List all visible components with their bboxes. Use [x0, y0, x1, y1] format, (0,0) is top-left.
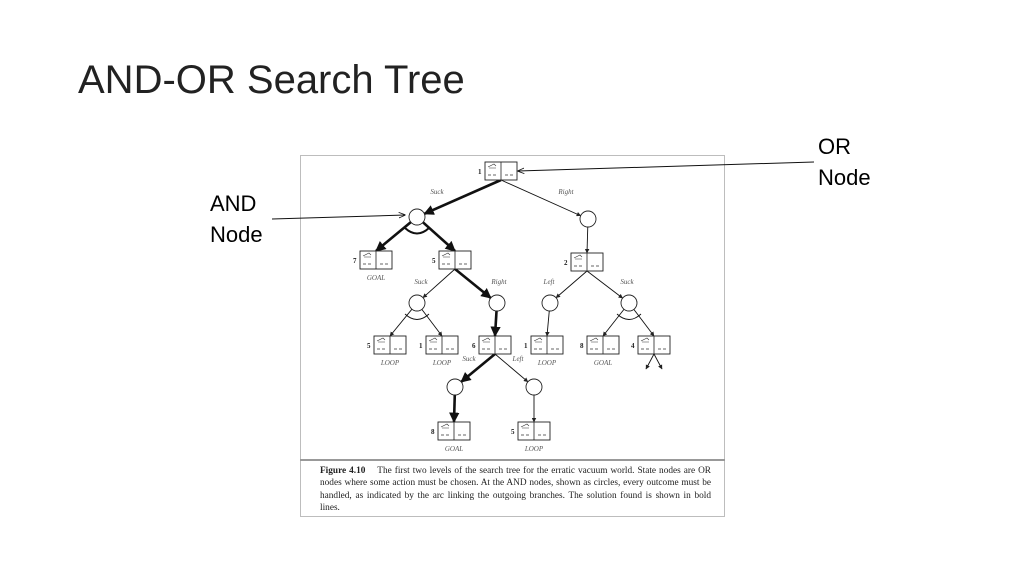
tree-edge	[500, 179, 582, 217]
and-node	[408, 208, 426, 226]
or-node-label: LOOP	[380, 359, 400, 367]
or-node-number: 6	[472, 342, 476, 350]
and-arc	[616, 313, 642, 320]
vacuum-icon	[441, 252, 451, 258]
or-node-number: 5	[432, 257, 436, 265]
and-node	[488, 294, 506, 312]
or-node: 4	[631, 335, 671, 355]
or-callout-line2: Node	[818, 165, 871, 190]
tree-edge	[653, 353, 663, 370]
or-node-number: 5	[367, 342, 371, 350]
vacuum-icon	[440, 423, 450, 429]
tree-edge	[449, 394, 460, 424]
vacuum-icon	[589, 337, 599, 343]
or-node-number: 7	[353, 257, 357, 265]
tree-edge	[422, 221, 456, 252]
and-callout-line1: AND	[210, 191, 257, 216]
and-node-pointer	[271, 215, 405, 220]
edge-label: Suck	[430, 188, 444, 196]
and-node	[408, 294, 426, 312]
edge-label: Left	[543, 278, 556, 286]
and-node	[620, 294, 638, 312]
edge-label: Suck	[462, 355, 476, 363]
vacuum-icon	[362, 252, 372, 258]
edge-label: Left	[512, 355, 525, 363]
tree-edge	[645, 353, 655, 370]
or-node: 6	[472, 335, 512, 355]
or-node-number: 1	[419, 342, 423, 350]
vacuum-icon	[481, 337, 491, 343]
vacuum-icon	[520, 423, 530, 429]
or-node: 5	[432, 250, 472, 270]
or-node-label: GOAL	[367, 274, 385, 282]
tree-edge	[555, 270, 588, 299]
or-node-number: 1	[524, 342, 528, 350]
slide-title: AND-OR Search Tree	[78, 58, 465, 102]
and-node	[525, 378, 543, 396]
or-node-label: LOOP	[537, 359, 557, 367]
tree-edge	[584, 226, 590, 254]
tree-edge	[633, 309, 655, 337]
edge-label: Right	[490, 278, 507, 286]
tree-edge	[494, 353, 529, 383]
tree-edge	[423, 178, 502, 215]
and-node	[541, 294, 559, 312]
or-node-label: GOAL	[445, 445, 463, 453]
tree-edge	[602, 309, 625, 337]
and-node	[446, 378, 464, 396]
vacuum-icon	[428, 337, 438, 343]
edge-label: Suck	[414, 278, 428, 286]
or-node-number: 1	[478, 168, 482, 176]
figure-caption: Figure 4.10 The first two levels of the …	[300, 459, 725, 517]
or-callout-line1: OR	[818, 134, 851, 159]
or-node-number: 4	[631, 342, 635, 350]
and-callout-line2: Node	[210, 222, 263, 247]
or-node-label: LOOP	[432, 359, 452, 367]
and-arc	[404, 227, 430, 235]
vacuum-icon	[533, 337, 543, 343]
tree-edge	[421, 309, 443, 337]
tree-edge	[375, 221, 412, 253]
or-node-number: 5	[511, 428, 515, 436]
caption-text: The first two levels of the search tree …	[320, 466, 712, 514]
or-node-label: LOOP	[524, 445, 544, 453]
or-node-number: 2	[564, 259, 568, 267]
and-node	[579, 210, 597, 228]
edge-label: Right	[557, 188, 574, 196]
or-node-label: GOAL	[594, 359, 612, 367]
and-node-callout: AND Node	[210, 188, 263, 250]
tree-edge	[460, 352, 496, 383]
tree-edge	[454, 267, 492, 299]
or-node: 1	[478, 161, 518, 181]
edge-label: Suck	[620, 278, 634, 286]
tree-edge	[586, 270, 623, 299]
and-arc	[404, 313, 430, 320]
tree-edge	[545, 310, 550, 337]
caption-label: Figure 4.10	[320, 466, 366, 476]
or-node-number: 8	[431, 428, 435, 436]
or-node: 2	[564, 252, 604, 272]
tree-edge	[389, 308, 413, 337]
tree-edge	[422, 268, 456, 299]
vacuum-icon	[573, 254, 583, 260]
vacuum-icon	[376, 337, 386, 343]
or-node-callout: OR Node	[818, 131, 871, 193]
or-node-number: 8	[580, 342, 584, 350]
vacuum-icon	[487, 163, 497, 169]
tree-edge	[490, 310, 501, 338]
or-node-pointer	[518, 161, 815, 171]
vacuum-icon	[640, 337, 650, 343]
